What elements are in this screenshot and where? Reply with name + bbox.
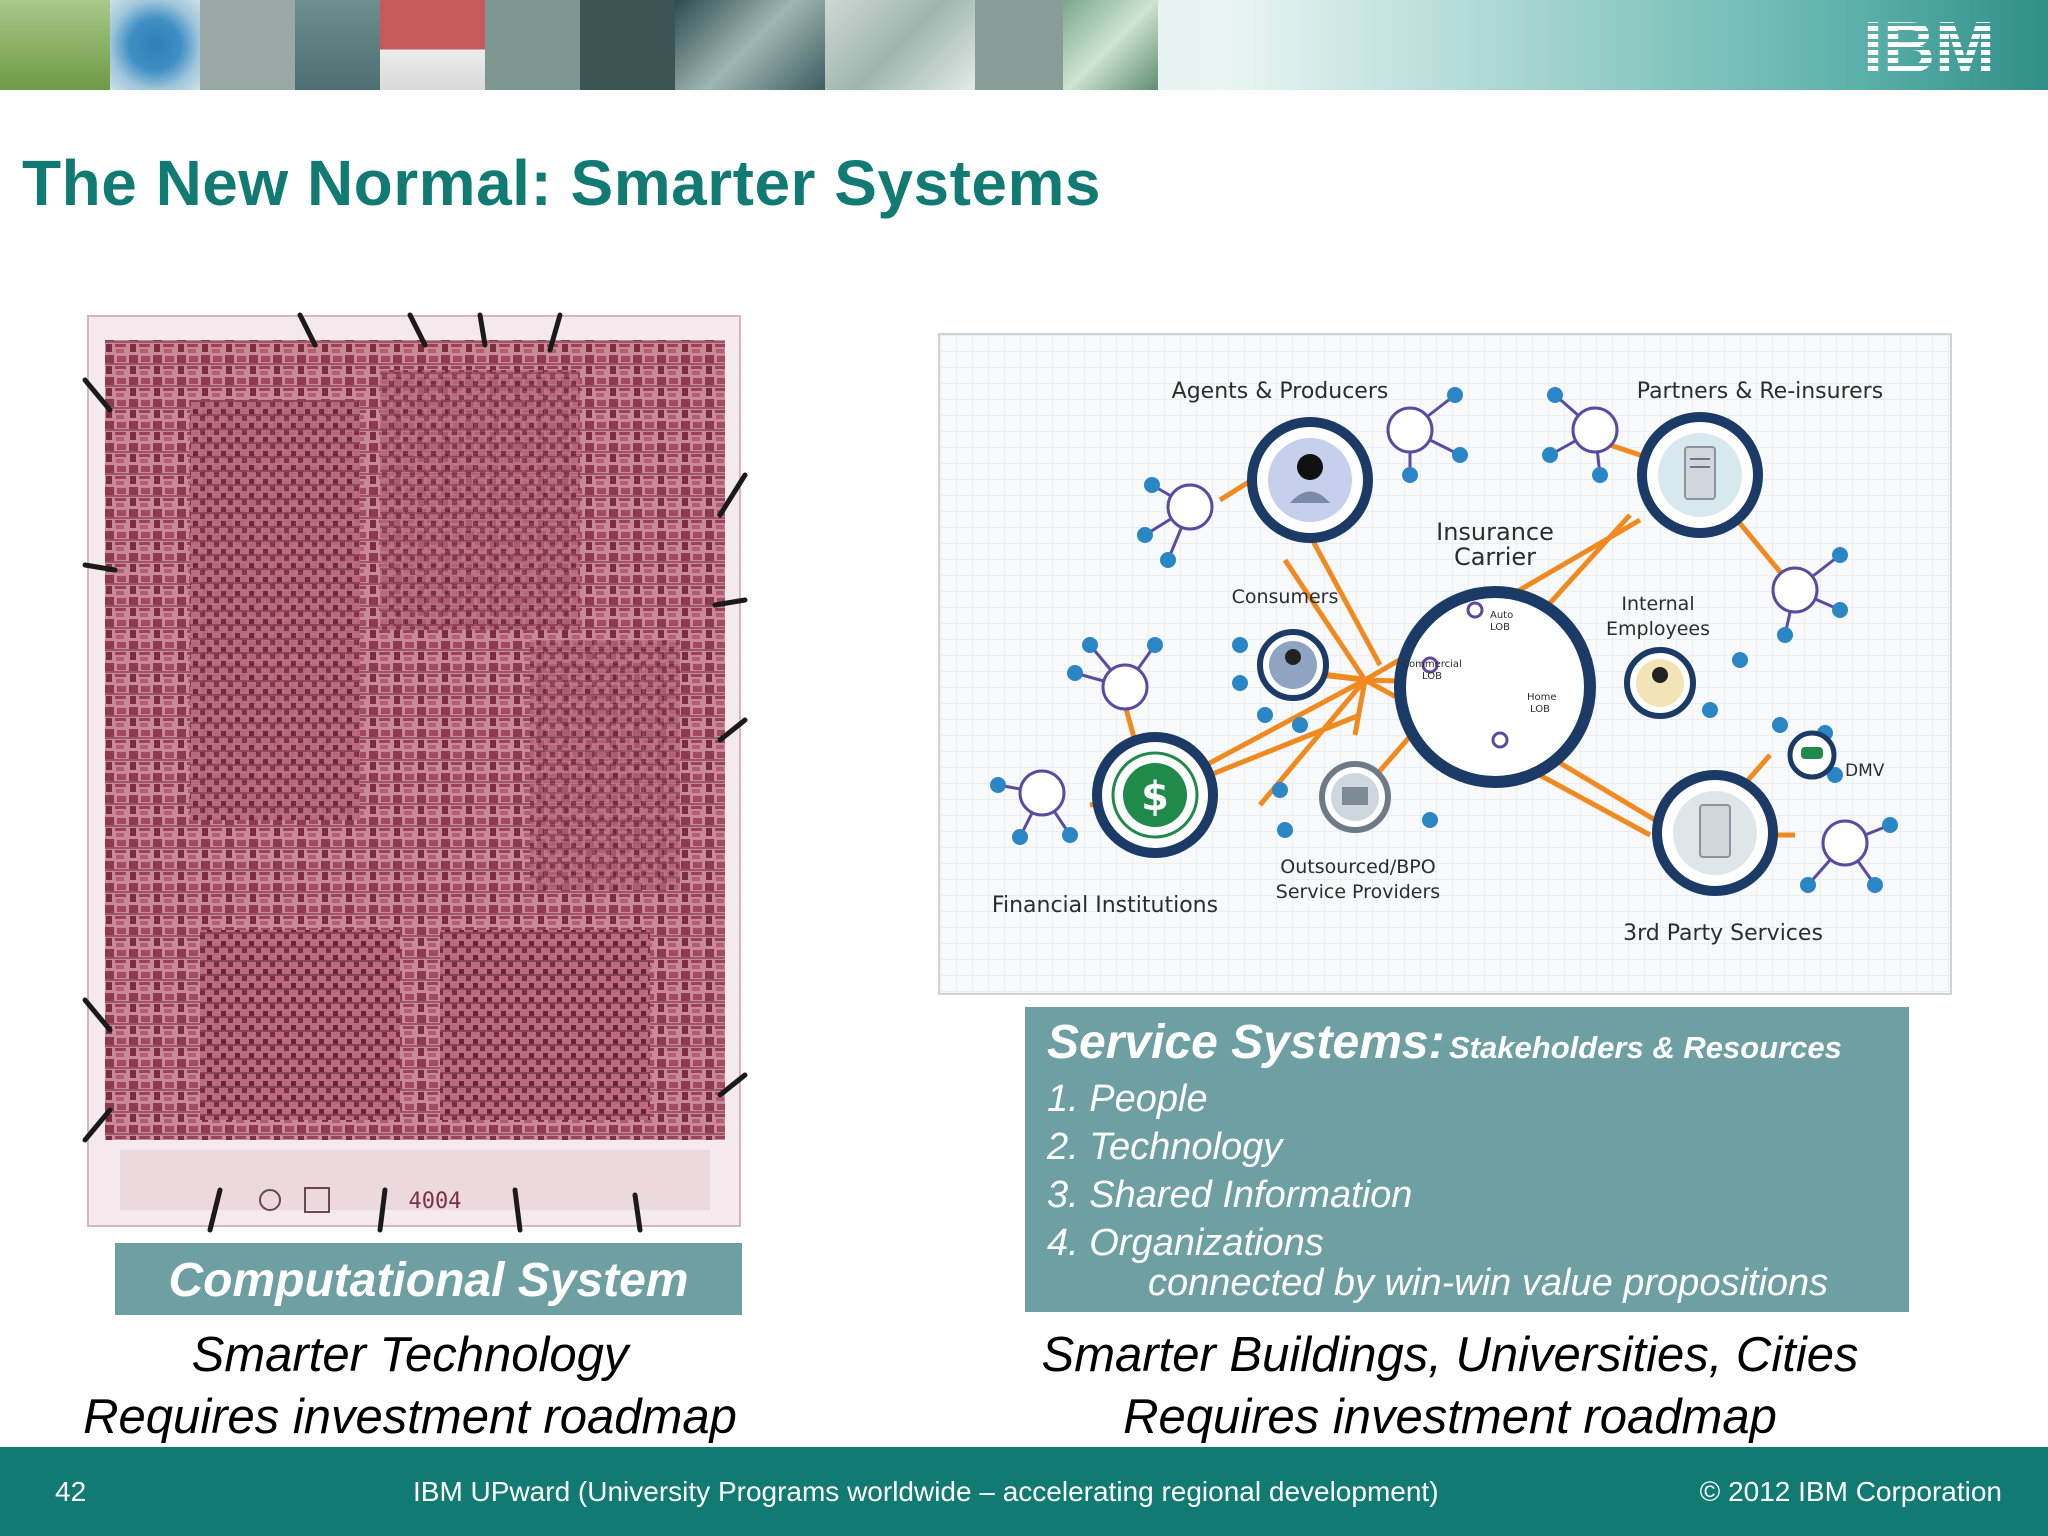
satellite-node xyxy=(1386,393,1461,475)
label-agents: Agents & Producers xyxy=(1172,379,1389,404)
banner-photo-1 xyxy=(200,0,295,90)
node-bpo xyxy=(1319,761,1391,833)
satellite-node xyxy=(997,769,1072,838)
node-partners xyxy=(1637,412,1763,538)
node-third-party xyxy=(1652,770,1778,896)
page-number: 42 xyxy=(55,1476,87,1507)
right-subtext: Smarter Buildings, Universities, Cities … xyxy=(1000,1324,1900,1448)
label-auto-lob: LOB xyxy=(1490,622,1510,633)
node-financial: $ xyxy=(1092,732,1218,858)
ibm-logo-icon: IBM xyxy=(1863,10,1995,78)
banner-photo-2 xyxy=(295,0,380,90)
satellite-node xyxy=(1144,483,1214,561)
banner-photo-3 xyxy=(485,0,580,90)
service-item-technology: 2. Technology xyxy=(1047,1126,1283,1168)
banner-photo-8 xyxy=(1063,0,1158,90)
insurance-network-diagram: $ Agents & Producers Partners & Re-insur… xyxy=(938,333,1952,995)
header-banner: IBM xyxy=(0,0,2048,90)
left-line-2: Requires investment roadmap xyxy=(83,1390,737,1444)
chip-die-image: 4004 xyxy=(82,312,748,1233)
satellite-node xyxy=(1771,553,1841,636)
right-line-1: Smarter Buildings, Universities, Cities xyxy=(1041,1328,1859,1382)
satellite-node xyxy=(1549,393,1619,476)
service-heading-main: Service Systems: xyxy=(1047,1016,1445,1069)
label-consumers: Consumers xyxy=(1232,586,1339,608)
banner-photo-house xyxy=(380,0,485,90)
footer-copyright: © 2012 IBM Corporation xyxy=(1699,1476,2002,1507)
network-diagram-svg: $ Agents & Producers Partners & Re-insur… xyxy=(940,335,1950,993)
satellite-node xyxy=(1806,819,1891,886)
left-line-1: Smarter Technology xyxy=(191,1328,629,1382)
label-third-party: 3rd Party Services xyxy=(1623,921,1823,946)
node-consumers xyxy=(1257,629,1329,701)
banner-photo-5 xyxy=(675,0,825,90)
node-agents xyxy=(1247,417,1373,543)
service-item-people: 1. People xyxy=(1047,1078,1208,1120)
service-heading-sub: Stakeholders & Resources xyxy=(1449,1030,1842,1065)
computational-system-caption: Computational System xyxy=(115,1243,742,1315)
ibm-logo-text: IBM xyxy=(1863,10,1995,78)
label-center-1: Insurance xyxy=(1436,518,1554,546)
label-bpo-2: Service Providers xyxy=(1276,881,1440,903)
label-internal-2: Employees xyxy=(1606,618,1710,640)
satellite-node xyxy=(1074,644,1157,711)
left-subtext: Smarter Technology Requires investment r… xyxy=(30,1324,790,1448)
banner-photo-6 xyxy=(825,0,975,90)
service-item-shared-information: 3. Shared Information xyxy=(1047,1174,1413,1216)
label-partners: Partners & Re-insurers xyxy=(1637,379,1883,404)
label-home: Home xyxy=(1527,692,1557,703)
page-title: The New Normal: Smarter Systems xyxy=(22,147,1101,219)
banner-photo-strip xyxy=(0,0,1158,90)
node-internal xyxy=(1624,647,1696,719)
banner-photo-globe xyxy=(110,0,200,90)
banner-photo-tree xyxy=(0,0,110,90)
caption-text: Computational System xyxy=(168,1254,689,1307)
banner-photo-7 xyxy=(975,0,1063,90)
node-insurance-carrier xyxy=(1394,586,1596,788)
footer-program-text: IBM UPward (University Programs worldwid… xyxy=(413,1476,1439,1507)
label-home-lob: LOB xyxy=(1530,704,1550,715)
service-connector-text: connected by win-win value propositions xyxy=(1148,1262,1829,1304)
label-dmv: DMV xyxy=(1845,761,1885,781)
service-heading: Service Systems: Stakeholders & Resource… xyxy=(1047,1015,1842,1070)
node-dmv xyxy=(1787,730,1837,780)
banner-photo-4 xyxy=(580,0,675,90)
svg-text:$: $ xyxy=(1141,774,1169,820)
label-auto: Auto xyxy=(1490,610,1513,621)
service-list: 1. People 2. Technology 3. Shared Inform… xyxy=(1047,1075,1412,1267)
label-bpo-1: Outsourced/BPO xyxy=(1280,856,1435,878)
label-internal-1: Internal xyxy=(1621,593,1694,615)
service-item-organizations: 4. Organizations xyxy=(1047,1222,1324,1264)
label-financial: Financial Institutions xyxy=(992,893,1218,918)
service-systems-box: Service Systems: Stakeholders & Resource… xyxy=(1025,1007,1909,1312)
right-line-2: Requires investment roadmap xyxy=(1123,1390,1777,1444)
label-center-2: Carrier xyxy=(1454,543,1536,571)
footer-bar: 42 IBM UPward (University Programs world… xyxy=(0,1447,2048,1536)
label-commercial: Commercial xyxy=(1402,659,1462,670)
chip-label: 4004 xyxy=(409,1189,462,1214)
label-commercial-lob: LOB xyxy=(1422,671,1442,682)
